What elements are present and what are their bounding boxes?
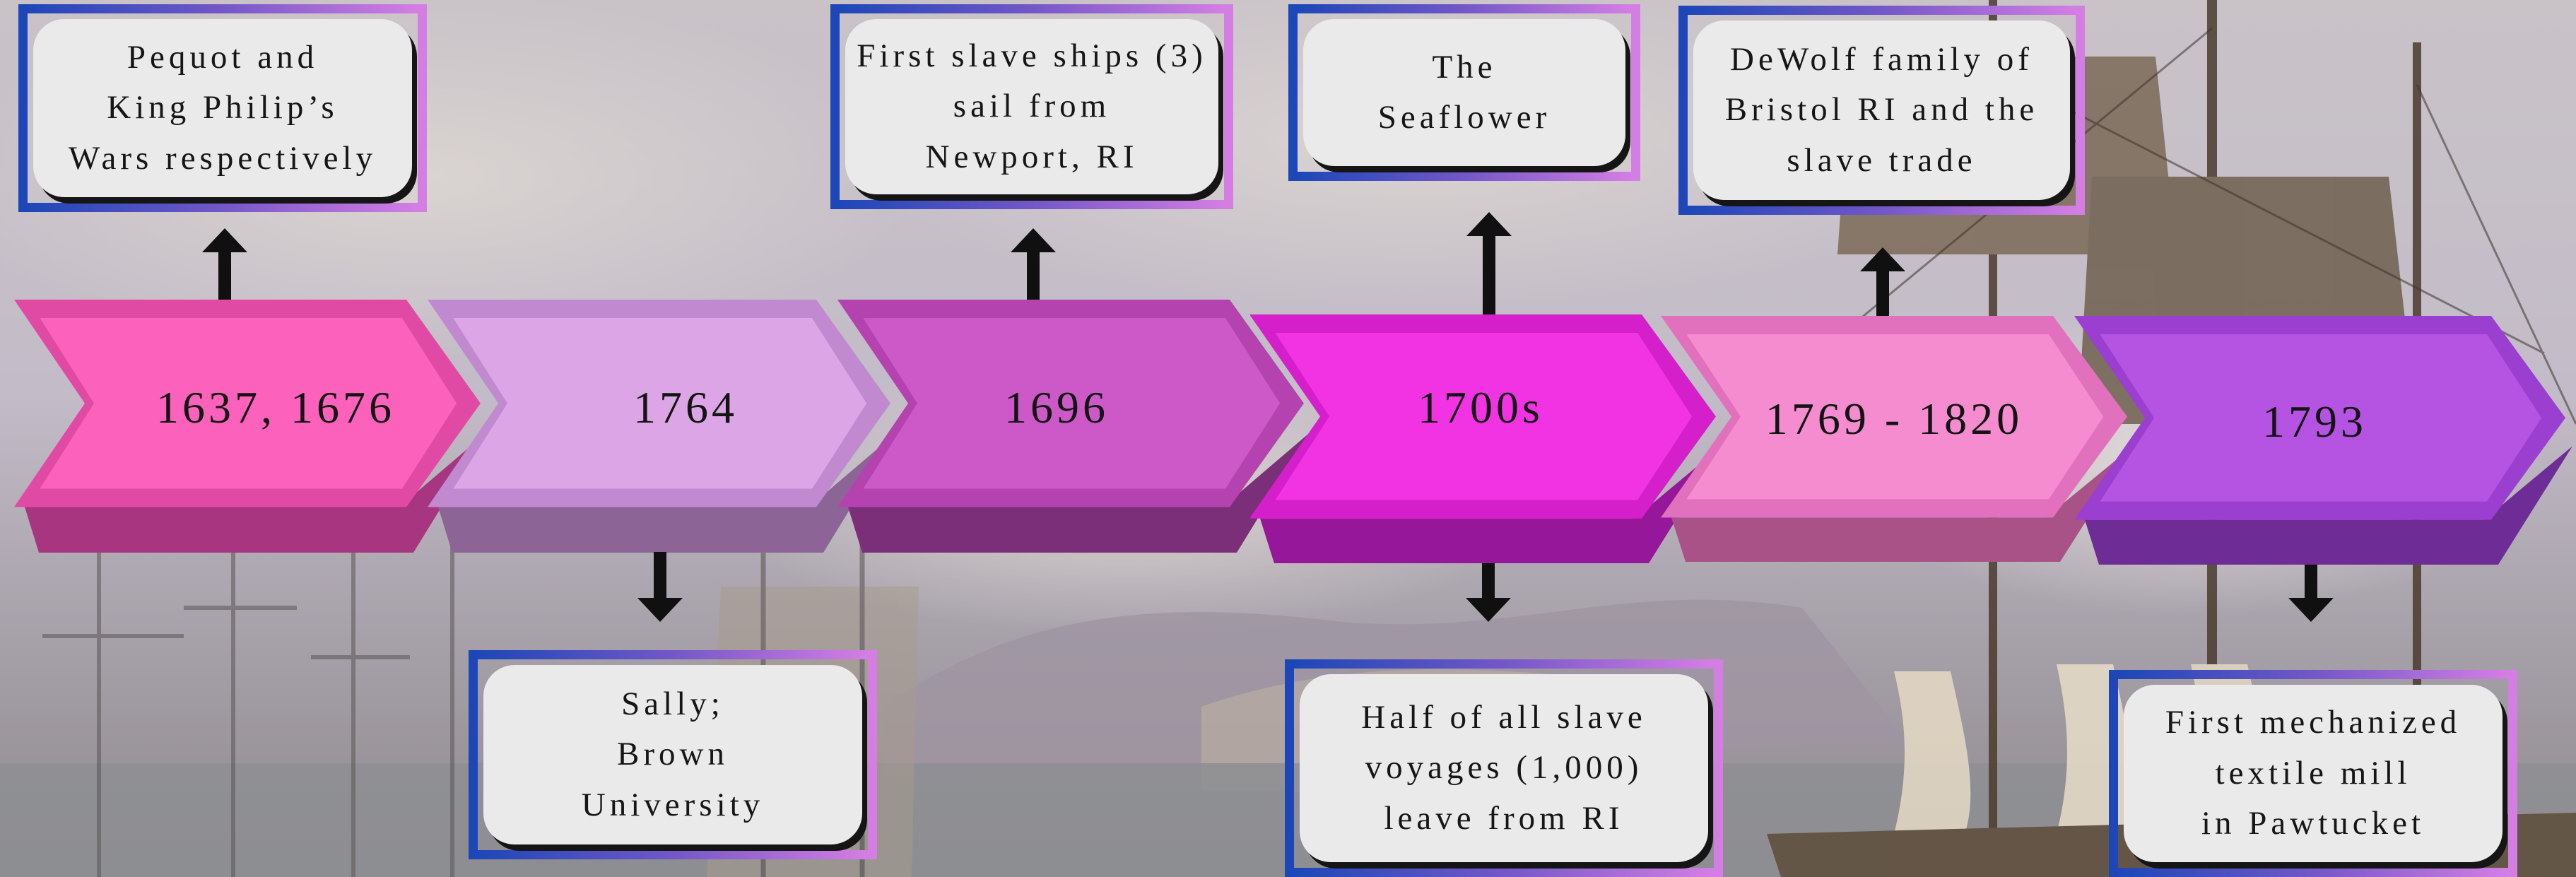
chevron-depth-3 [848, 431, 1311, 553]
callout-sally-brown-text: Sally; Brown University [581, 685, 765, 823]
timeline-year-5: 1769 - 1820 [1765, 394, 2023, 444]
callout-half-of-voyages-text: Half of all slave voyages (1,000) leave … [1361, 698, 1647, 837]
callout-sally-brown: Sally; Brown University [469, 650, 877, 859]
callout-pequot-wars: Pequot and King Philip’s Wars respective… [18, 4, 427, 212]
timeline-chevron-5 [1661, 316, 2134, 562]
connector-arrow-6 [1466, 563, 1511, 622]
timeline-year-6: 1793 [2262, 396, 2367, 447]
timeline-year-1: 1637, 1676 [156, 382, 395, 432]
callout-textile-mill-text: First mechanized textile mill in Pawtuck… [2165, 704, 2462, 842]
callout-seaflower: The Seaflower [1288, 4, 1640, 181]
connector-arrow-1 [202, 228, 247, 300]
connector-arrow-5 [1860, 247, 1905, 316]
timeline-chevron-3 [837, 300, 1311, 553]
chevron-face-1 [40, 318, 457, 489]
chevron-depth-6 [2085, 446, 2572, 565]
connector-arrow-7 [2288, 565, 2334, 622]
connector-arrows [202, 212, 2334, 622]
timeline-chevron-2 [428, 300, 898, 553]
callout-first-slave-ships-text: First slave ships (3) sail from Newport,… [857, 37, 1207, 175]
chevron-face-4 [1275, 333, 1693, 500]
chevron-row [14, 300, 2572, 565]
callout-half-of-voyages: Half of all slave voyages (1,000) leave … [1285, 659, 1723, 877]
callout-pequot-wars-text: Pequot and King Philip’s Wars respective… [68, 38, 377, 177]
timeline-chevron-1 [14, 300, 488, 553]
callout-dewolf-family: DeWolf family of Bristol RI and the slav… [1678, 6, 2085, 215]
timeline-year-2: 1764 [633, 382, 738, 432]
timeline-chevron-6 [2074, 316, 2572, 565]
chevron-depth-5 [1671, 445, 2134, 562]
chevron-face-6 [2100, 334, 2542, 502]
chevron-face-2 [453, 318, 867, 489]
callout-dewolf-family-text: DeWolf family of Bristol RI and the slav… [1724, 40, 2039, 179]
chevron-depth-4 [1260, 445, 1723, 563]
timeline-year-4: 1700s [1418, 382, 1543, 432]
chevron-depth-1 [25, 431, 488, 553]
connector-arrow-3 [1011, 228, 1056, 300]
chevron-depth-2 [438, 431, 898, 553]
chevron-face-5 [1686, 334, 2104, 500]
timeline-chevron-4 [1249, 314, 1723, 563]
connector-arrow-2 [637, 552, 683, 622]
callout-seaflower-text: The Seaflower [1377, 48, 1551, 136]
callout-first-slave-ships: First slave ships (3) sail from Newport,… [830, 4, 1233, 209]
connector-arrow-4 [1466, 212, 1512, 314]
callout-textile-mill: First mechanized textile mill in Pawtuck… [2109, 670, 2517, 877]
timeline-year-3: 1696 [1004, 382, 1109, 432]
chevron-face-3 [863, 318, 1281, 489]
